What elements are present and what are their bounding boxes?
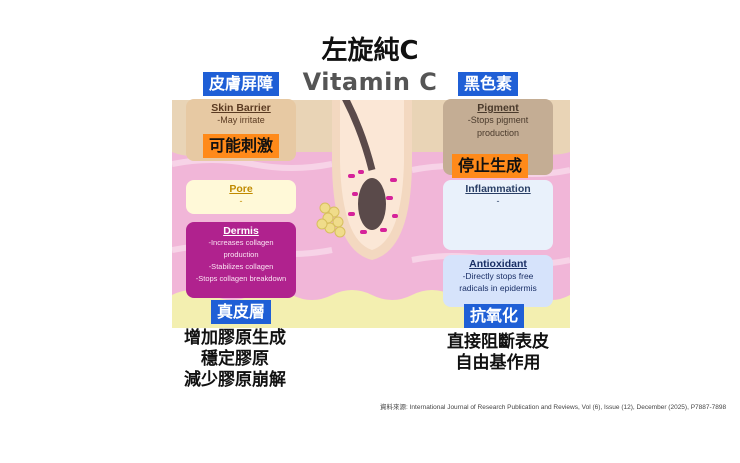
- dermis-zh-tag: 真皮層: [211, 300, 272, 324]
- skin-barrier-title: Skin Barrier: [211, 102, 271, 114]
- inflammation-body: -: [496, 196, 500, 206]
- dermis-body: -Increases collagen production -Stabiliz…: [195, 238, 287, 283]
- skin-barrier-zh-tag: 皮膚屏障: [203, 72, 280, 96]
- antioxidant-title: Antioxidant: [469, 258, 527, 270]
- page-title: 左旋純C: [321, 36, 419, 66]
- stop-gen-zh-tag: 停止生成: [452, 154, 529, 178]
- pore-body: -: [239, 196, 243, 206]
- inflammation-title: Inflammation: [465, 183, 531, 195]
- pore-box: Pore -: [186, 180, 296, 214]
- irritate-zh-tag: 可能刺激: [203, 134, 280, 158]
- antioxidant-body: -Directly stops free radicals in epiderm…: [459, 271, 537, 293]
- left-caption-line-1: 增加膠原生成: [184, 328, 286, 348]
- inflammation-box: Inflammation -: [443, 180, 553, 250]
- right-caption: 直接阻斷表皮 自由基作用: [418, 332, 578, 374]
- vitamin-c-subtitle: Vitamin C: [302, 68, 438, 96]
- pore-title: Pore: [229, 183, 253, 195]
- skin-barrier-body: -May irritate: [217, 115, 265, 125]
- source-citation: 資料來源: International Journal of Research …: [380, 404, 727, 411]
- left-caption: 增加膠原生成 穩定膠原 減少膠原崩解: [160, 328, 310, 391]
- right-caption-line-2: 自由基作用: [455, 353, 541, 373]
- left-caption-line-2: 穩定膠原: [201, 349, 269, 369]
- pigment-title: Pigment: [477, 102, 519, 114]
- left-caption-line-3: 減少膠原崩解: [184, 370, 286, 390]
- pigment-body: -Stops pigment production: [467, 115, 529, 138]
- dermis-title: Dermis: [223, 225, 259, 237]
- antioxidant-zh-tag: 抗氧化: [464, 304, 525, 328]
- pigment-zh-tag: 黑色素: [458, 72, 519, 96]
- right-caption-line-1: 直接阻斷表皮: [447, 332, 549, 352]
- dermis-box: Dermis -Increases collagen production -S…: [186, 222, 296, 298]
- antioxidant-box: Antioxidant -Directly stops free radical…: [443, 255, 553, 307]
